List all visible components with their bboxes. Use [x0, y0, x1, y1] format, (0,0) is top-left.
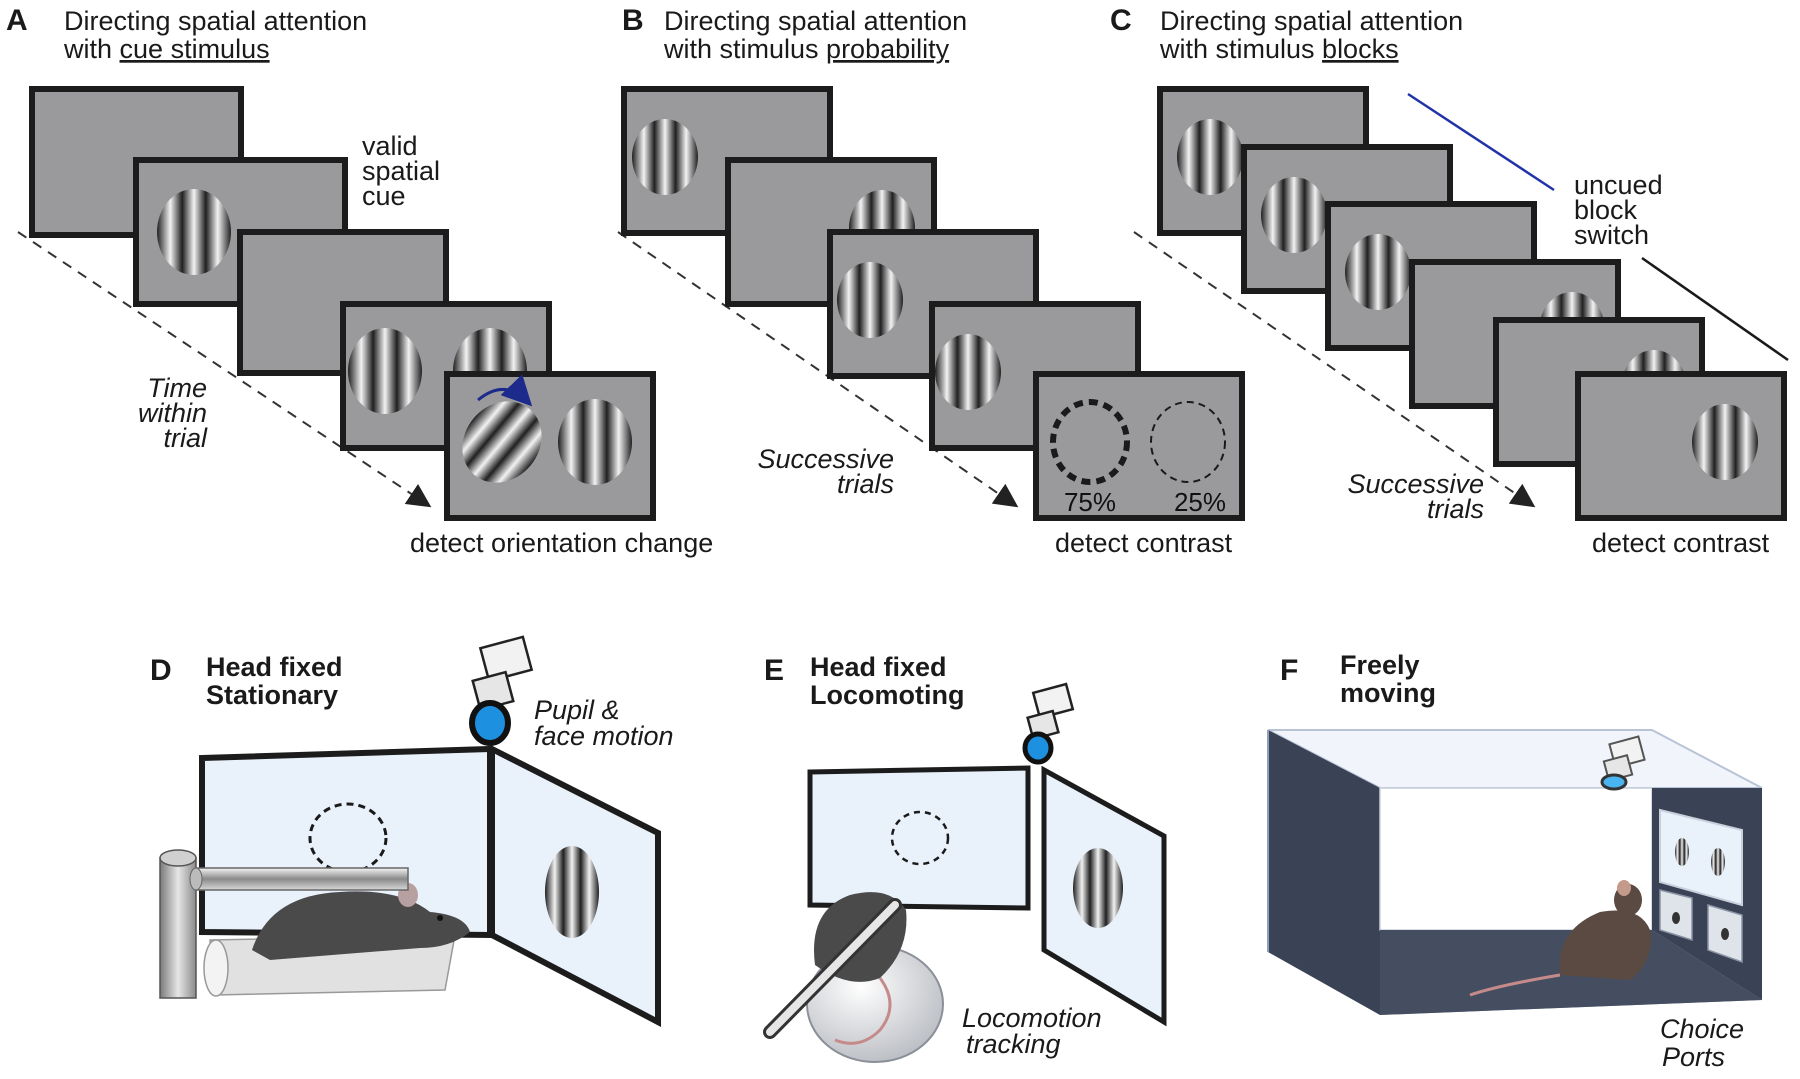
grating-trial-3: [837, 262, 903, 338]
rotated-grating: [462, 401, 542, 483]
pct-likely: 75%: [1064, 487, 1116, 517]
time-label-2: within: [138, 398, 207, 428]
cue-label-2: spatial: [362, 156, 440, 186]
mouse-tail: [1469, 973, 1561, 997]
panel-d: D Head fixed Stationary Pupil & face mot…: [150, 635, 674, 1027]
front-monitor: [807, 765, 1031, 911]
panel-a: A Directing spatial attention with cue s…: [6, 4, 713, 558]
block-switch-line-lower: [1641, 256, 1789, 362]
block-label-3: switch: [1574, 220, 1649, 250]
camera-label-2: face motion: [534, 721, 674, 751]
grating-unchanged: [558, 399, 632, 485]
grating-trial-1: [1177, 119, 1243, 195]
head-bar: [195, 867, 409, 891]
panel-d-title-2: Stationary: [206, 680, 338, 710]
trial-frame-6: [1575, 371, 1787, 521]
panel-c-caption: detect contrast: [1592, 528, 1770, 558]
grating-trial-1: [632, 119, 698, 195]
panel-a-title-line2: with cue stimulus: [63, 34, 270, 64]
panel-f: F Freely moving Choice Ports: [1267, 650, 1763, 1072]
panel-e-title-1: Head fixed: [810, 652, 947, 682]
side-monitor-grating: [1073, 848, 1123, 928]
arena-left-wall: [1268, 730, 1380, 1015]
trials-label-1: Successive: [757, 444, 894, 474]
ports-label-1: Choice: [1660, 1014, 1744, 1044]
time-label-1: Time: [147, 373, 207, 403]
screen-grating-right: [1711, 848, 1725, 876]
panel-c-title-line2: with stimulus blocks: [1159, 34, 1399, 64]
screen-grating-left: [1675, 838, 1689, 866]
block-label-2: block: [1574, 195, 1638, 225]
cue-label-1: valid: [362, 131, 418, 161]
panel-e-title-2: Locomoting: [810, 680, 964, 710]
panel-e-letter: E: [764, 654, 784, 687]
grating-trial-3: [1345, 234, 1411, 310]
block-label-1: uncued: [1574, 170, 1663, 200]
ports-label-2: Ports: [1662, 1042, 1725, 1072]
panel-b-letter: B: [622, 4, 644, 37]
panel-f-title-2: moving: [1340, 678, 1436, 708]
panel-f-title-1: Freely: [1340, 650, 1420, 680]
panel-c-letter: C: [1110, 4, 1132, 37]
trials-arrow: [617, 231, 1019, 508]
trials-arrow: [1133, 231, 1536, 508]
grating-trial-2: [1261, 177, 1327, 253]
panel-a-letter: A: [6, 4, 28, 37]
panel-a-caption: detect orientation change: [410, 528, 713, 558]
panel-d-letter: D: [150, 654, 172, 687]
trials-label-1: Successive: [1347, 469, 1484, 499]
arena-screen: [1659, 808, 1743, 907]
time-label-3: trial: [163, 423, 208, 453]
rotation-arrow-icon: [477, 374, 533, 407]
unlikely-location-circle: [1150, 401, 1226, 483]
camera-icon: [1600, 735, 1646, 791]
cue-label-3: cue: [362, 181, 406, 211]
likely-location-circle: [1050, 399, 1130, 485]
panel-e: E Head fixed Locomoting Locomotion track…: [763, 652, 1167, 1063]
trial-frame-5: [1033, 371, 1245, 521]
mouse-icon: [252, 891, 470, 960]
camera-label-1: Pupil &: [534, 695, 620, 725]
cue-grating: [157, 189, 231, 275]
stimulus-location-circle: [890, 810, 950, 866]
arena-back-wall: [1379, 787, 1653, 931]
panel-b-title-line2: with stimulus probability: [663, 34, 950, 64]
block-switch-line-upper: [1407, 92, 1555, 192]
grating-trial-6: [1692, 404, 1758, 480]
panel-b: B Directing spatial attention with stimu…: [617, 4, 1245, 558]
camera-icon: [1022, 682, 1075, 765]
stimulus-location-circle: [308, 802, 388, 874]
panel-d-title-1: Head fixed: [206, 652, 343, 682]
panel-b-title-line1: Directing spatial attention: [664, 6, 967, 36]
grating-trial-4: [935, 334, 1001, 410]
ball-label-2: tracking: [966, 1029, 1061, 1059]
trials-label-2: trials: [837, 469, 894, 499]
grating-left: [348, 328, 422, 414]
ball-label-1: Locomotion: [962, 1003, 1102, 1033]
panel-c: C Directing spatial attention with stimu…: [1110, 4, 1789, 558]
camera-icon: [469, 635, 534, 746]
panel-a-title-line1: Directing spatial attention: [64, 6, 367, 36]
pct-unlikely: 25%: [1174, 487, 1226, 517]
panel-b-caption: detect contrast: [1055, 528, 1233, 558]
panel-f-letter: F: [1280, 654, 1298, 687]
mouse-icon: [1559, 910, 1651, 980]
panel-c-title-line1: Directing spatial attention: [1160, 6, 1463, 36]
trials-label-2: trials: [1427, 494, 1484, 524]
side-monitor-grating: [545, 846, 599, 938]
